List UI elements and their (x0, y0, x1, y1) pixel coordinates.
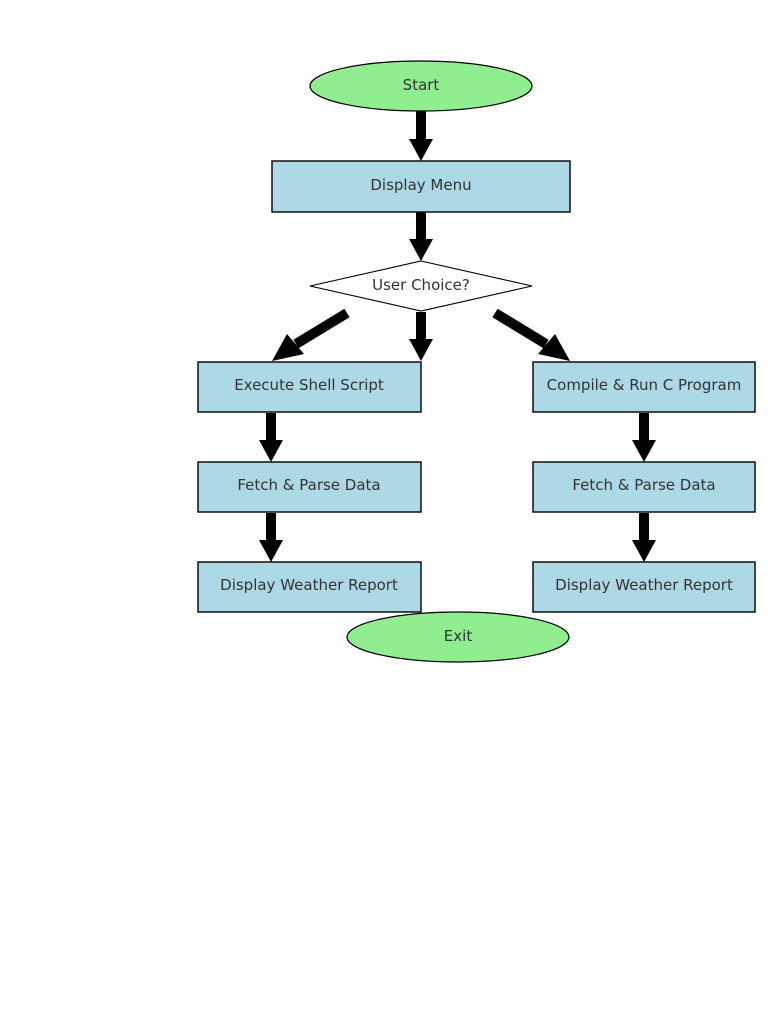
node-fetch-parse-data-right: Fetch & Parse Data (532, 461, 756, 513)
exit-label: Exit (444, 627, 473, 645)
node-display-menu: Display Menu (271, 160, 571, 213)
display-weather-report-left-box (197, 561, 422, 613)
node-user-choice: User Choice? (309, 260, 533, 312)
user-choice-diamond (309, 260, 533, 312)
user-choice-label: User Choice? (372, 276, 470, 294)
edge-user-choice-down-arrow (409, 312, 433, 361)
exit-ellipse (346, 611, 570, 663)
edge-start-to-display-menu (409, 111, 433, 161)
fetch-parse-data-left-label: Fetch & Parse Data (237, 476, 380, 494)
execute-shell-script-label: Execute Shell Script (234, 376, 384, 394)
node-exit: Exit (346, 611, 570, 663)
node-execute-shell-script: Execute Shell Script (197, 361, 422, 413)
node-display-weather-report-right: Display Weather Report (532, 561, 756, 613)
edge-compile-run-to-fetch-right (632, 413, 656, 462)
edge-fetch-left-to-report-left (259, 513, 283, 562)
fetch-parse-data-right-box (532, 461, 756, 513)
start-ellipse (309, 60, 533, 112)
execute-shell-script-box (197, 361, 422, 413)
fetch-parse-data-right-label: Fetch & Parse Data (572, 476, 715, 494)
fetch-parse-data-left-box (197, 461, 422, 513)
display-menu-box (271, 160, 571, 213)
edge-user-choice-to-execute-shell (272, 308, 350, 361)
node-compile-run-c-program: Compile & Run C Program (532, 361, 756, 413)
edge-fetch-right-to-report-right (632, 513, 656, 562)
edge-user-choice-to-compile-run (492, 308, 570, 361)
compile-run-c-program-label: Compile & Run C Program (547, 376, 742, 394)
edge-execute-shell-to-fetch-left (259, 413, 283, 462)
compile-run-c-program-box (532, 361, 756, 413)
start-label: Start (403, 76, 440, 94)
display-menu-label: Display Menu (370, 176, 471, 194)
display-weather-report-right-label: Display Weather Report (555, 576, 733, 594)
display-weather-report-left-label: Display Weather Report (220, 576, 398, 594)
node-display-weather-report-left: Display Weather Report (197, 561, 422, 613)
node-start: Start (309, 60, 533, 112)
node-fetch-parse-data-left: Fetch & Parse Data (197, 461, 422, 513)
display-weather-report-right-box (532, 561, 756, 613)
edge-display-menu-to-user-choice (409, 212, 433, 261)
